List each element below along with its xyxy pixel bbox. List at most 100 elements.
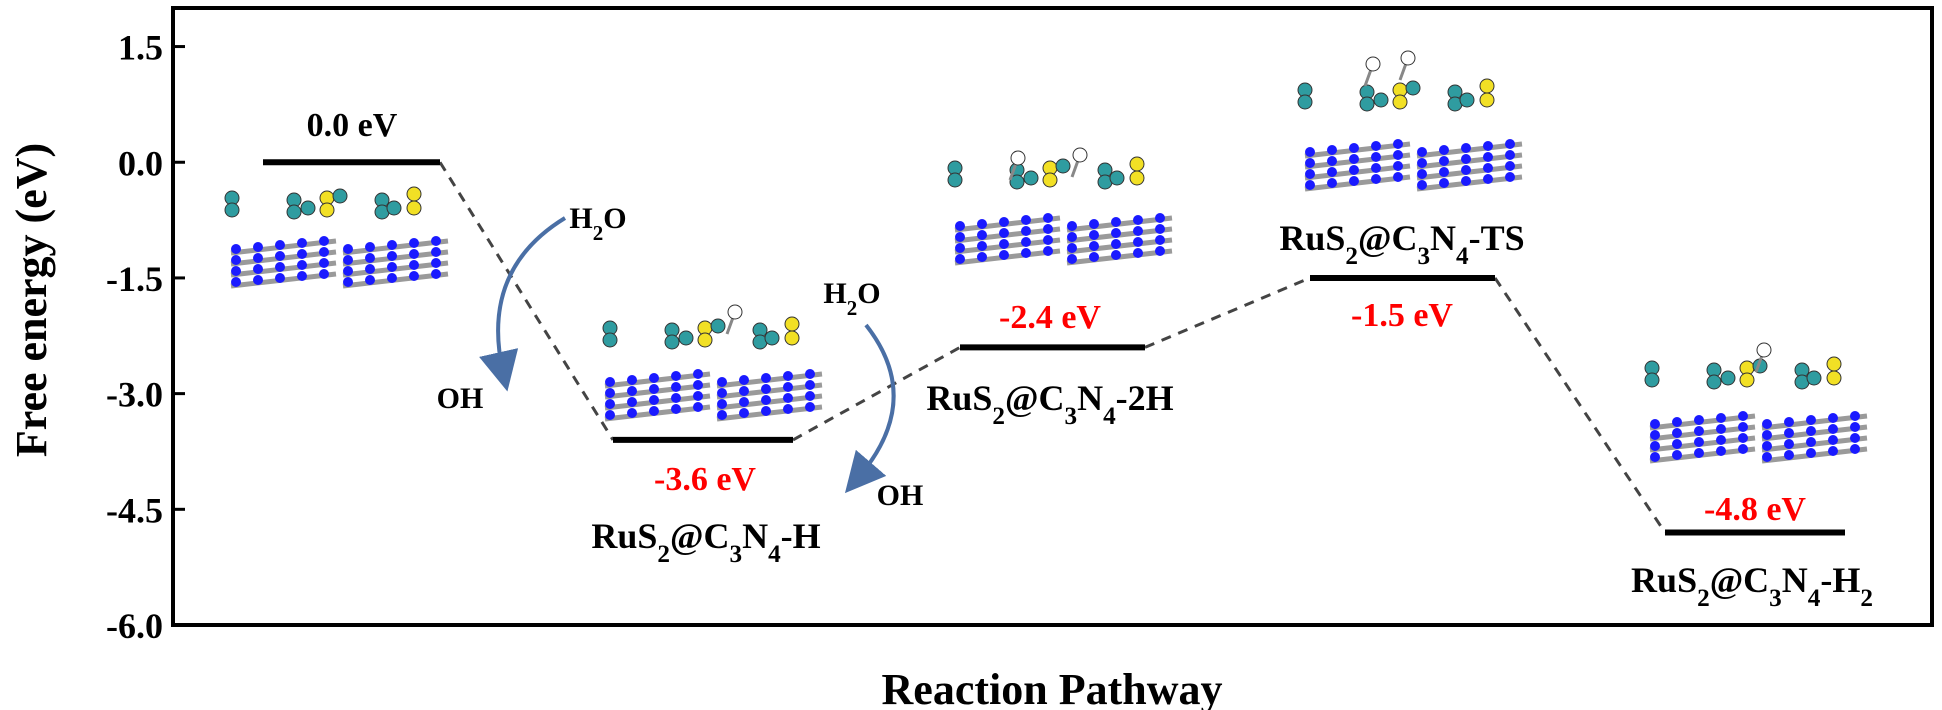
y-tick-label: -1.5 xyxy=(106,259,163,299)
n-atom xyxy=(1850,444,1860,454)
n-atom xyxy=(1694,426,1704,436)
n-atom xyxy=(1672,417,1682,427)
n-atom xyxy=(1461,154,1471,164)
x-axis-title: Reaction Pathway xyxy=(882,665,1223,710)
energy-value-label: -1.5 eV xyxy=(1351,297,1453,334)
energy-levels xyxy=(263,159,1845,536)
n-atom xyxy=(1439,178,1449,188)
ru-atom xyxy=(1720,370,1736,386)
n-atom xyxy=(297,238,307,248)
n-atom xyxy=(1417,180,1427,190)
connector-line xyxy=(1144,276,1311,349)
s-atom xyxy=(406,186,422,202)
n-atom xyxy=(805,369,815,379)
n-atom xyxy=(605,410,615,420)
n-atom xyxy=(1305,180,1315,190)
n-atom xyxy=(1305,158,1315,168)
ru-atom xyxy=(224,202,240,218)
ru-atom xyxy=(602,332,618,348)
n-atom xyxy=(717,410,727,420)
n-atom xyxy=(1067,243,1077,253)
n-atom xyxy=(1393,172,1403,182)
n-atom xyxy=(1067,221,1077,231)
reaction-arrow xyxy=(844,323,896,494)
n-atom xyxy=(319,258,329,268)
n-atom xyxy=(605,399,615,409)
energy-value-labels: 0.0 eV-3.6 eV-2.4 eV-1.5 eV-4.8 eV xyxy=(307,107,1807,528)
n-atom xyxy=(1349,143,1359,153)
n-atom xyxy=(999,217,1009,227)
n-atom xyxy=(671,371,681,381)
n-atom xyxy=(761,395,771,405)
n-atom xyxy=(365,275,375,285)
c3n4-sheet xyxy=(1304,139,1523,192)
n-atom xyxy=(627,397,637,407)
y-axis-ticks: 1.50.0-1.5-3.0-4.5-6.0 xyxy=(106,28,185,646)
product-label: OH xyxy=(877,479,924,512)
n-atom xyxy=(1371,141,1381,151)
n-atom xyxy=(761,384,771,394)
n-atom xyxy=(693,391,703,401)
n-atom xyxy=(297,271,307,281)
s-atom xyxy=(1739,372,1755,388)
s-atom xyxy=(1479,92,1495,108)
n-atom xyxy=(1067,232,1077,242)
c3n4-sheet xyxy=(230,236,449,289)
ru-atom xyxy=(386,200,402,216)
n-atom xyxy=(783,371,793,381)
n-atom xyxy=(1133,215,1143,225)
state-label: RuS2@C3N4-H2 xyxy=(1631,560,1873,612)
s-atom xyxy=(1129,170,1145,186)
ru-atom xyxy=(664,334,680,350)
n-atom xyxy=(717,377,727,387)
n-atom xyxy=(1155,235,1165,245)
ru-atom xyxy=(1644,372,1660,388)
n-atom xyxy=(1716,424,1726,434)
n-atom xyxy=(1021,215,1031,225)
n-atom xyxy=(1461,165,1471,175)
n-atom xyxy=(627,386,637,396)
y-tick-label: -4.5 xyxy=(106,490,163,530)
n-atom xyxy=(739,386,749,396)
n-atom xyxy=(1305,147,1315,157)
n-atom xyxy=(1371,163,1381,173)
h-atom xyxy=(1365,56,1381,72)
n-atom xyxy=(717,399,727,409)
n-atom xyxy=(253,242,263,252)
n-atom xyxy=(1784,439,1794,449)
n-atom xyxy=(1738,422,1748,432)
state-labels: RuS2@C3N4-HRuS2@C3N4-2HRuS2@C3N4-TSRuS2@… xyxy=(591,218,1873,612)
n-atom xyxy=(1327,156,1337,166)
state-label: RuS2@C3N4-H xyxy=(591,516,820,568)
ru-atom xyxy=(286,204,302,220)
n-atom xyxy=(1828,446,1838,456)
n-atom xyxy=(1021,237,1031,247)
y-tick-label: -3.0 xyxy=(106,375,163,415)
n-atom xyxy=(955,254,965,264)
n-atom xyxy=(605,377,615,387)
n-atom xyxy=(761,406,771,416)
n-atom xyxy=(1371,152,1381,162)
n-atom xyxy=(409,238,419,248)
n-atom xyxy=(275,240,285,250)
n-atom xyxy=(1111,239,1121,249)
n-atom xyxy=(1784,417,1794,427)
n-atom xyxy=(1828,435,1838,445)
n-atom xyxy=(1483,141,1493,151)
h-atom xyxy=(727,304,743,320)
n-atom xyxy=(1327,178,1337,188)
n-atom xyxy=(1650,452,1660,462)
n-atom xyxy=(1349,154,1359,164)
n-atom xyxy=(1133,226,1143,236)
n-atom xyxy=(1089,252,1099,262)
ru-atom xyxy=(1373,92,1389,108)
n-atom xyxy=(1784,450,1794,460)
n-atom xyxy=(1089,230,1099,240)
n-atom xyxy=(1850,433,1860,443)
n-atom xyxy=(693,380,703,390)
n-atom xyxy=(1694,437,1704,447)
energy-value-label: -3.6 eV xyxy=(654,461,756,498)
energy-value-label: -2.4 eV xyxy=(999,299,1101,336)
n-atom xyxy=(1483,174,1493,184)
